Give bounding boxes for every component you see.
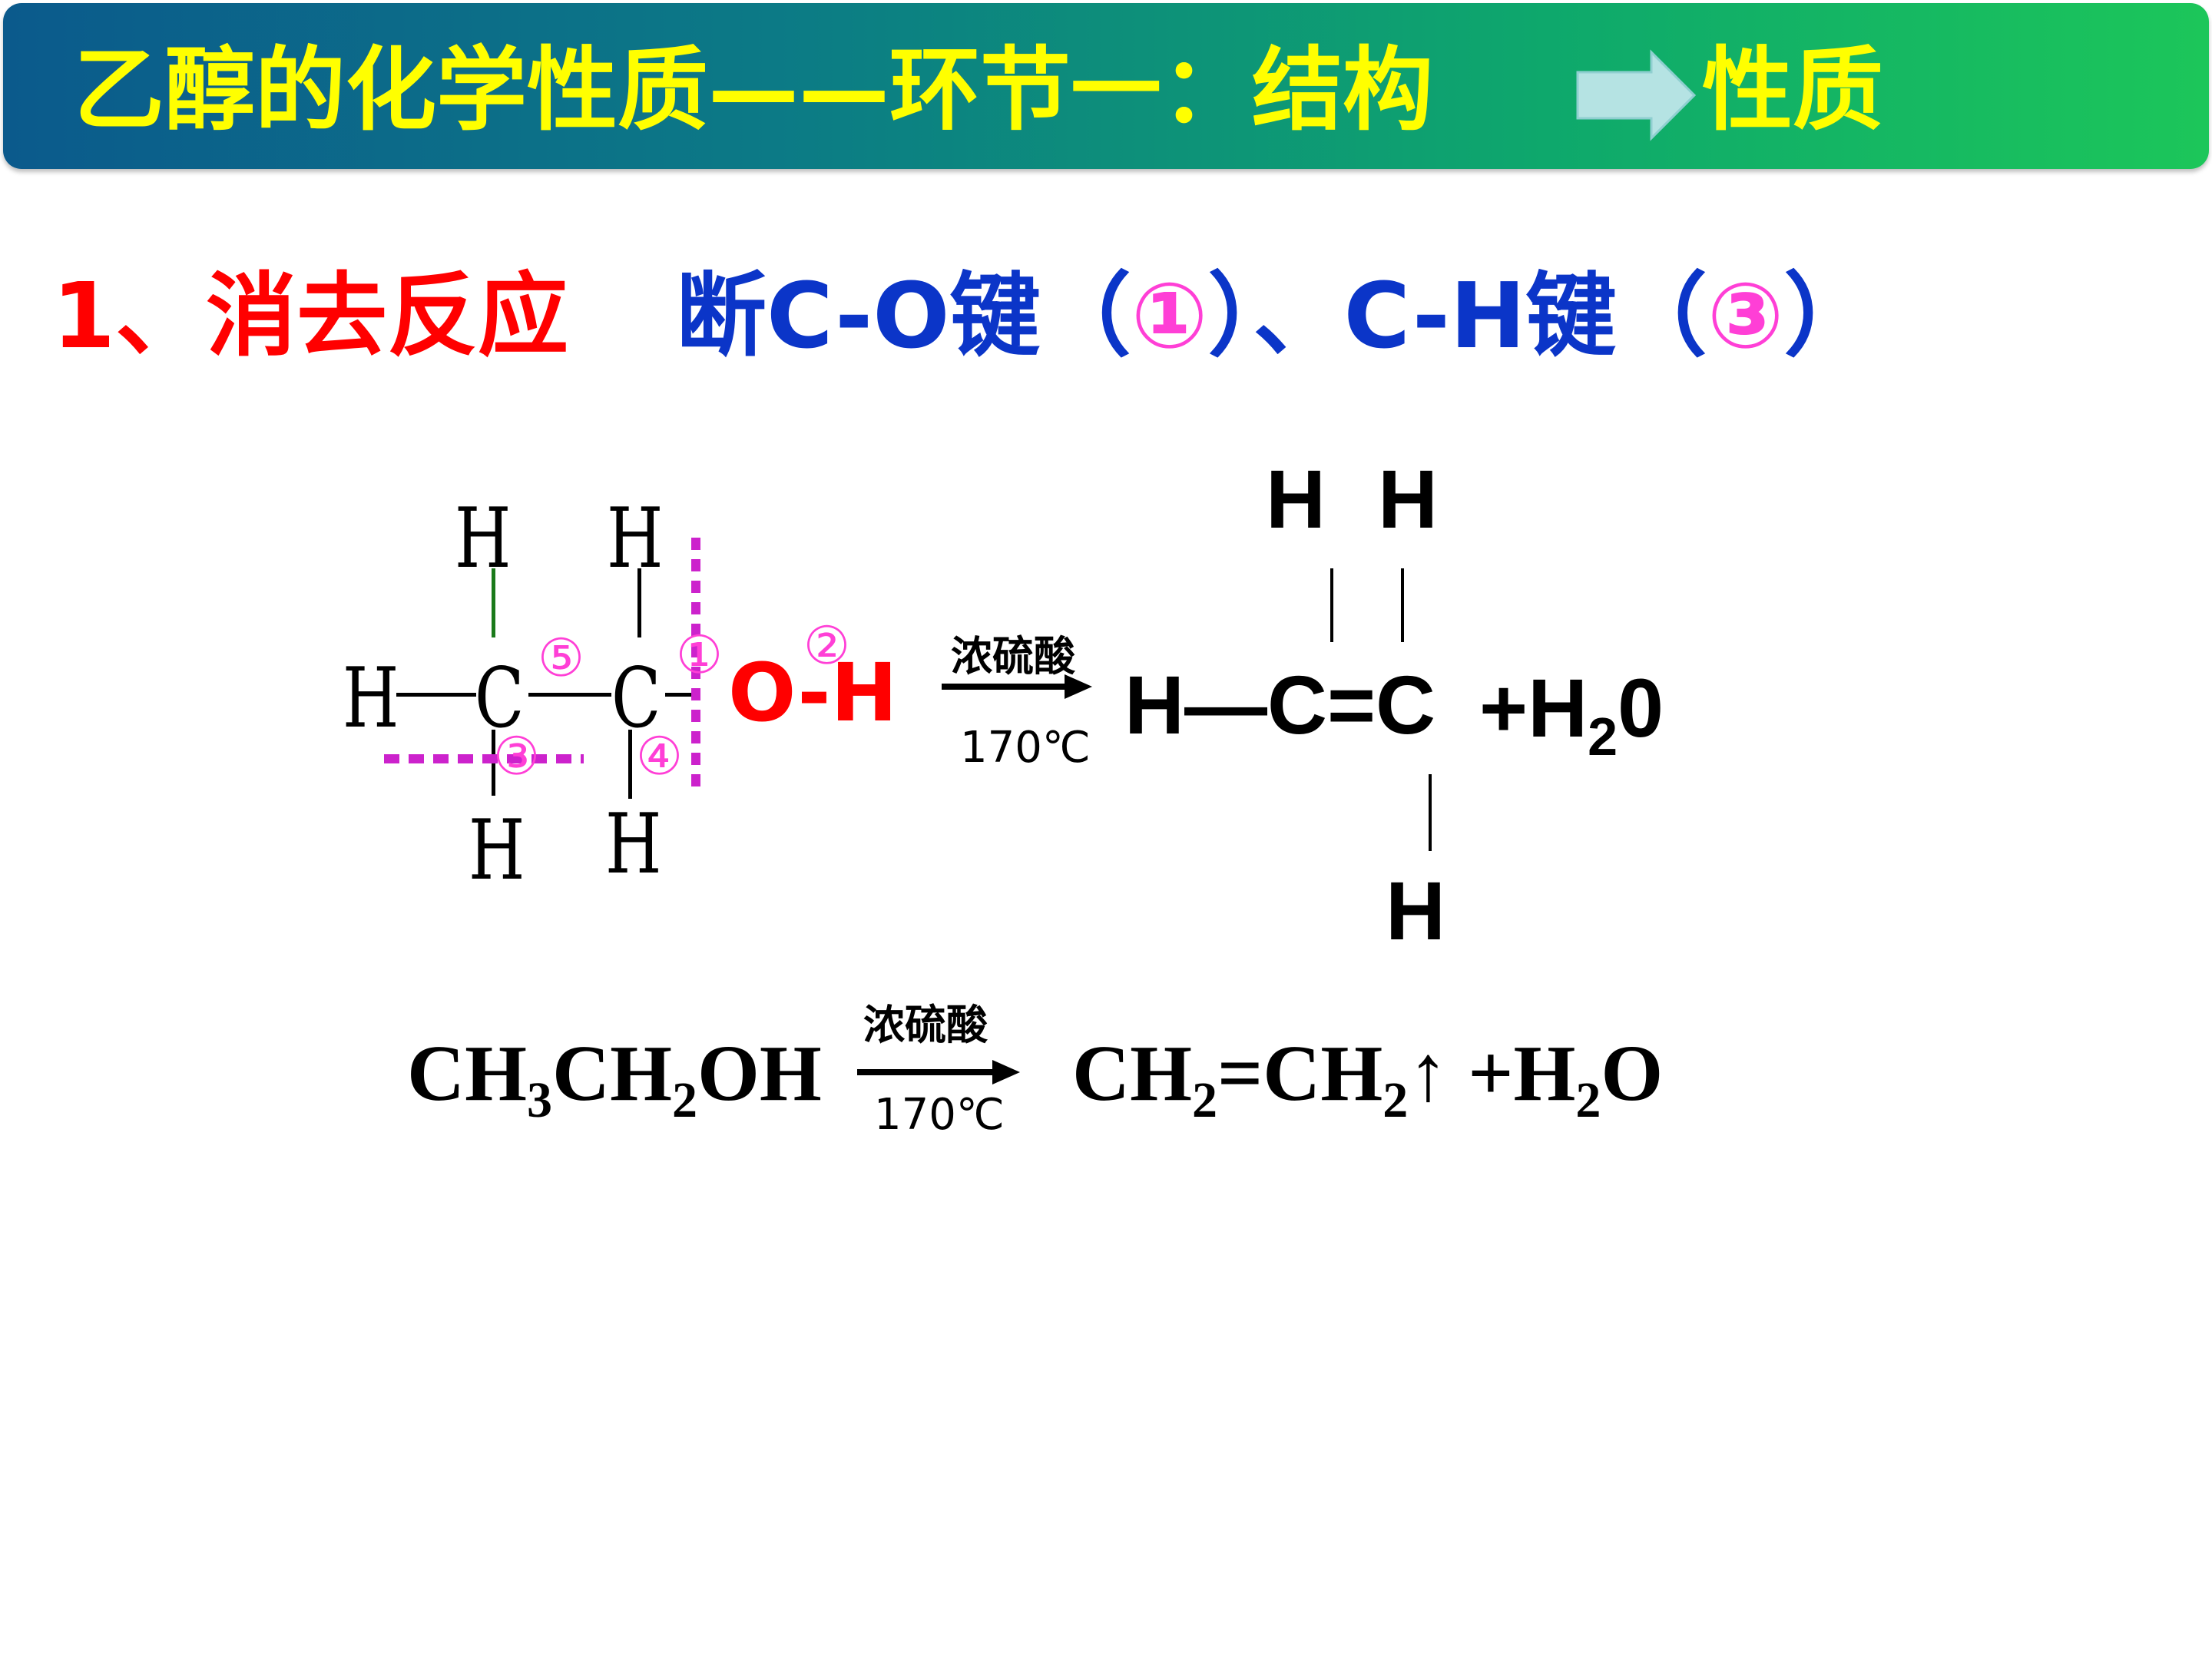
atom-h-left: H <box>343 651 399 747</box>
equation-product: CH2=CH2↑ +H2O <box>1072 1034 1663 1126</box>
bond-number-1: ① <box>1131 263 1208 369</box>
reaction-arrow-icon <box>942 671 1092 705</box>
bond-c1-c2 <box>528 693 611 697</box>
water-product: +H20 <box>1479 667 1664 764</box>
bond-c1-h-top <box>492 568 495 637</box>
atom-h-bottom-1: H <box>469 803 525 899</box>
atom-h-top-2: H <box>607 491 664 587</box>
prod-h-top-1: H <box>1266 452 1326 545</box>
eq-r-c: OH <box>697 1029 822 1118</box>
atom-c-1: C <box>475 651 525 747</box>
eq-r-s2: 2 <box>672 1072 697 1128</box>
eq-p-s2: 2 <box>1382 1072 1409 1128</box>
eq-r-b: CH <box>552 1029 672 1118</box>
slide-title: 乙醇的化学性质——环节一：结构 <box>74 37 1434 143</box>
prod-h-top-2: H <box>1378 452 1438 545</box>
bond-label-3: ③ <box>493 727 540 787</box>
prod-bond-c2-h-bottom <box>1429 774 1432 851</box>
eq-p-s3: 2 <box>1575 1072 1601 1128</box>
catalyst-label: 浓硫酸 <box>951 632 1075 680</box>
bond-break-description: 断C-O键（①）、C-H键（③） <box>676 270 1875 361</box>
bond-h-c1 <box>396 693 476 697</box>
prod-bond-c2-h <box>1401 568 1404 642</box>
eq-r-s1: 3 <box>527 1072 552 1128</box>
bond-label-2: ② <box>803 616 850 677</box>
eq-p-s1: 2 <box>1192 1072 1217 1128</box>
atom-h-bottom-2: H <box>605 796 662 892</box>
right-arrow-icon <box>1575 49 1697 144</box>
hydroxyl-group: O-H <box>728 646 898 740</box>
prod-h-bottom: H <box>1386 864 1445 957</box>
bond-c2-o <box>665 693 696 697</box>
water-plus-h: +H <box>1479 661 1588 754</box>
bond-text-2: ）、C-H键（ <box>1207 263 1707 369</box>
temperature-label-2: 170℃ <box>874 1090 1005 1140</box>
bond-label-5: ⑤ <box>538 628 584 689</box>
title-banner <box>3 3 2209 169</box>
atom-c-2: C <box>611 651 661 747</box>
eq-p-b: =CH <box>1217 1029 1383 1118</box>
temperature-label: 170℃ <box>960 723 1091 773</box>
prod-bond-c1-h <box>1330 568 1333 642</box>
bond-text-1: 断C-O键（ <box>676 263 1131 369</box>
section-heading: 1、消去反应 <box>52 263 569 369</box>
bond-label-1: ① <box>676 625 723 686</box>
reaction-arrow-icon-2 <box>857 1057 1020 1091</box>
bond-number-3: ③ <box>1707 263 1784 369</box>
eq-p-c: ↑ +H <box>1408 1029 1576 1118</box>
equation-reactant: CH3CH2OH <box>407 1034 822 1126</box>
bond-c2-h-bottom <box>628 730 632 799</box>
water-subscript: 2 <box>1588 707 1618 767</box>
catalyst-label-2: 浓硫酸 <box>863 1001 988 1049</box>
prod-main-chain: H—C=C <box>1124 658 1436 751</box>
bond-c2-h-top <box>637 568 641 637</box>
eq-r-a: CH <box>407 1029 527 1118</box>
eq-p-a: CH <box>1072 1029 1192 1118</box>
bond-label-4: ④ <box>636 727 683 787</box>
atom-h-top-1: H <box>455 491 512 587</box>
bond-text-3: ） <box>1783 263 1875 369</box>
water-o: 0 <box>1618 661 1664 754</box>
slide-title-suffix: 性质 <box>1702 37 1884 143</box>
cut-line-horizontal <box>384 751 584 770</box>
eq-p-d: O <box>1601 1029 1664 1118</box>
